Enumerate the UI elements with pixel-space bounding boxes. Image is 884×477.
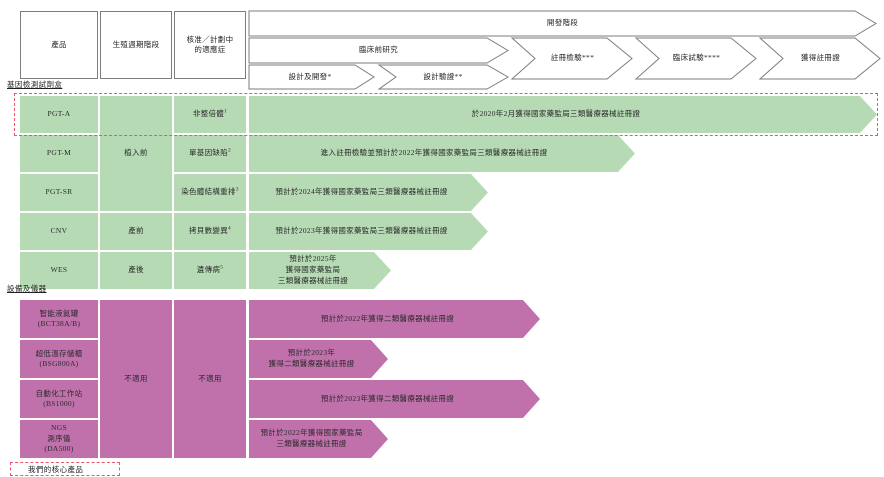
header-col-lifecycle-label: 生殖週期階段 (112, 39, 160, 49)
header-col-product-label: 產品 (51, 39, 67, 49)
row-pgt-a-product: PGT-A (20, 96, 98, 133)
lifecycle-postnatal: 產後 (100, 252, 172, 289)
row-bct38-product: 智能液氮罐 (BCT38A/B) (20, 300, 98, 338)
legend-core-product-box (10, 462, 120, 476)
header-col-indication: 核准／計劃中 的適應症 (174, 11, 246, 79)
section-label-equipment: 設備及儀器 (7, 284, 47, 293)
row-pgt-m-product: PGT-M (20, 135, 98, 172)
progress-bar-bs1000: 預計於2023年獲得二類醫療器械註冊證 (249, 380, 540, 418)
progress-bar-wes: 預計於2025年 獲得國家藥監局 三類醫療器械註冊證 (249, 252, 391, 289)
lifecycle-pre-implantation: 植入前 (100, 96, 172, 211)
header-col-product: 產品 (20, 11, 98, 79)
row-bsg800a-product: 超低溫存儲櫃 (BSG800A) (20, 340, 98, 378)
footnote-marker: 4 (228, 225, 231, 232)
footnote-marker: 2 (228, 147, 231, 154)
row-cnv-indication: 拷貝數變異4 (174, 213, 246, 250)
row-pgt-sr-product: PGT-SR (20, 174, 98, 211)
header-stage-registration-test: 註冊檢驗*** (550, 53, 595, 63)
footnote-marker: 1 (224, 108, 228, 115)
header-phase-band-label: 開發階段 (546, 18, 579, 28)
header-step-design-dev: 設計及開發* (288, 71, 332, 81)
row-pgt-a-indication: 非整倍體1 (174, 96, 246, 133)
header-col-indication-label: 核准／計劃中 的適應症 (186, 34, 234, 54)
row-bs1000-product: 自動化工作站 (BS1000) (20, 380, 98, 418)
legend-core-product-label: 我們的核心產品 (28, 465, 84, 474)
equipment-indication-value: 不適用 (174, 300, 246, 458)
footnote-marker: 3 (235, 186, 239, 193)
section-label-kits: 基因檢測試劑盒 (7, 80, 63, 89)
row-wes-indication: 遺傳病5 (174, 252, 246, 289)
progress-bar-pgt-a: 於2020年2月獲得國家藥監局三類醫療器械註冊證 (249, 96, 877, 133)
header-col-lifecycle: 生殖週期階段 (100, 11, 172, 79)
row-wes-product: WES (20, 252, 98, 289)
lifecycle-prenatal: 產前 (100, 213, 172, 250)
progress-bar-pgt-sr: 預計於2024年獲得國家藥監局三類醫療器械註冊證 (249, 174, 488, 211)
header-stage-obtain-certificate: 獲得註冊證 (801, 53, 840, 63)
progress-bar-pgt-m: 進入註冊檢驗並預計於2022年獲得國家藥監局三類醫療器械註冊證 (249, 135, 635, 172)
progress-bar-da500: 預計於2022年獲得國家藥監局 三類醫療器械註冊證 (249, 420, 388, 458)
header-preclinical-label: 臨床前研究 (359, 45, 398, 55)
progress-bar-bct38: 預計於2022年獲得二類醫療器械註冊證 (249, 300, 540, 338)
row-cnv-product: CNV (20, 213, 98, 250)
equipment-lifecycle-value: 不適用 (100, 300, 172, 458)
header-step-design-verify: 設計驗證** (423, 71, 463, 81)
row-pgt-m-indication: 單基因缺陷2 (174, 135, 246, 172)
header-stage-clinical-trial: 臨床試驗**** (672, 53, 721, 63)
row-pgt-sr-indication: 染色體結構重排3 (174, 174, 246, 211)
progress-bar-cnv: 預計於2023年獲得國家藥監局三類醫療器械註冊證 (249, 213, 488, 250)
progress-bar-bsg800a: 預計於2023年 獲得二類醫療器械註冊證 (249, 340, 388, 378)
footnote-marker: 5 (220, 264, 224, 271)
row-da500-product: NGS 測序儀 (DA500) (20, 420, 98, 458)
